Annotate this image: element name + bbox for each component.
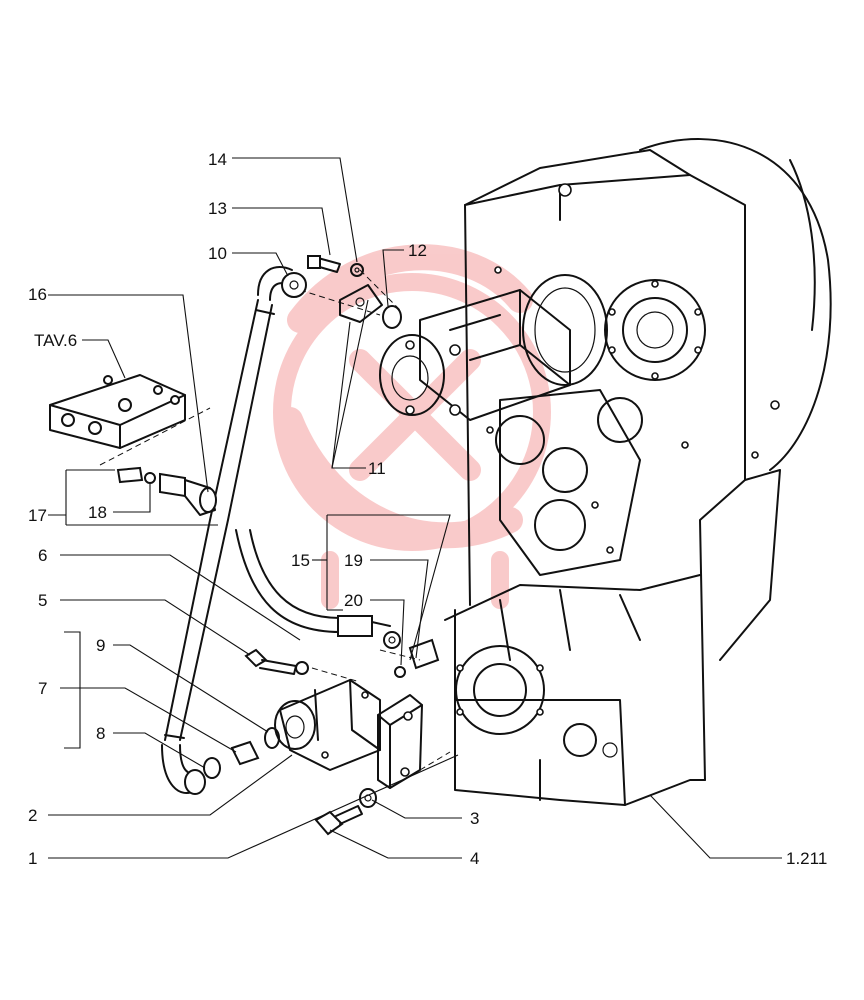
callout-13: 13 [208, 199, 227, 218]
callout-15: 15 [291, 551, 310, 570]
watermark-logo [273, 244, 551, 609]
callout-4: 4 [470, 849, 479, 868]
lower-pump [203, 648, 381, 779]
callout-9: 9 [96, 636, 105, 655]
banjo-clamp-set [299, 255, 402, 329]
callout-6: 6 [38, 546, 47, 565]
callout-17: 17 [28, 506, 47, 525]
return-pipe [235, 529, 440, 678]
fitting-set [116, 466, 217, 516]
callout-5: 5 [38, 591, 47, 610]
callout-14: 14 [208, 150, 227, 169]
callout-11: 11 [368, 459, 386, 478]
pipe-line [161, 266, 307, 795]
hydraulic-pump-assembly [379, 274, 608, 421]
callout-16: 16 [28, 285, 47, 304]
callout-1: 1 [28, 849, 37, 868]
callout-7: 7 [38, 679, 47, 698]
callout-3: 3 [470, 809, 479, 828]
callout-20: 20 [344, 591, 363, 610]
callout-18: 18 [88, 503, 107, 522]
callout-tav6: TAV.6 [34, 331, 77, 350]
callout-2: 2 [28, 806, 37, 825]
control-valve-block [49, 374, 211, 466]
mounting-bracket [314, 694, 451, 836]
transmission-housing [444, 138, 832, 806]
callout-19: 19 [344, 551, 363, 570]
callout-labels: 14 13 10 12 16 TAV.6 11 17 18 6 15 19 5 … [28, 150, 827, 868]
callout-10: 10 [208, 244, 227, 263]
callout-8: 8 [96, 724, 105, 743]
callout-1211: 1.211 [786, 849, 827, 868]
leader-lines [48, 157, 782, 859]
callout-12: 12 [408, 241, 427, 260]
